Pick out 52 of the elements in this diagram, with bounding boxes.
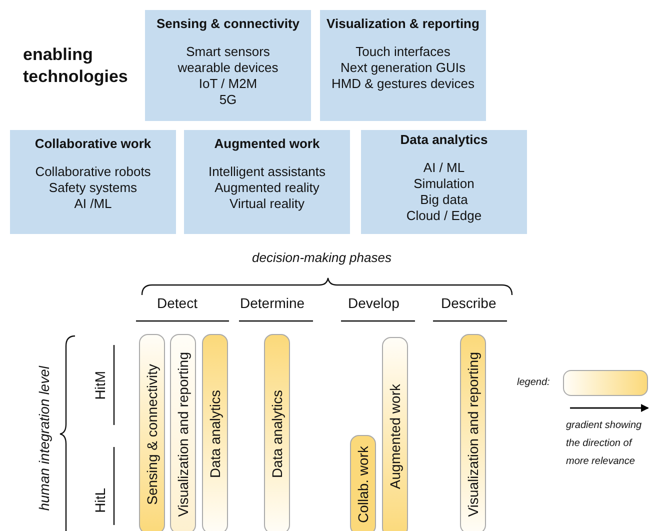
level-label: HitL xyxy=(92,488,108,512)
technology-card xyxy=(361,130,527,234)
card-text: Next generation GUIs xyxy=(339,60,466,76)
phase-label: Develop xyxy=(348,295,400,311)
technology-bar xyxy=(382,337,408,531)
card-heading: Sensing & connectivity xyxy=(155,16,301,32)
technology-card xyxy=(145,10,311,121)
card-heading: Visualization & reporting xyxy=(326,16,480,32)
bar-label: Data analytics xyxy=(207,390,223,478)
card-text: AI /ML xyxy=(73,196,113,212)
card-text: AI / ML xyxy=(422,160,466,176)
technology-card xyxy=(320,10,486,121)
technology-bar xyxy=(350,435,376,531)
technology-bar xyxy=(139,334,165,531)
axis-title: decision-making phases xyxy=(252,250,392,265)
card-text: Smart sensors xyxy=(185,44,271,60)
card-text: IoT / M2M xyxy=(198,76,258,92)
card-text: HMD & gestures devices xyxy=(330,76,476,92)
phase-label: Describe xyxy=(441,295,496,311)
card-heading: Collaborative work xyxy=(34,136,152,152)
card-text: wearable devices xyxy=(176,60,280,76)
bar-label: Collab. work xyxy=(355,446,371,524)
card-text: Intelligent assistants xyxy=(207,164,327,180)
bar-label: Data analytics xyxy=(269,390,285,478)
phase-label: Detect xyxy=(157,295,198,311)
card-text: 5G xyxy=(218,92,238,108)
technology-card xyxy=(10,130,176,234)
card-text: Touch interfaces xyxy=(354,44,452,60)
technology-bar xyxy=(170,334,196,531)
axis-title: human integration level xyxy=(36,366,52,510)
bar-label: Visualization and reporting xyxy=(175,352,191,516)
technology-bar xyxy=(460,334,486,531)
card-text: Cloud / Edge xyxy=(405,208,483,224)
card-text: Virtual reality xyxy=(228,196,306,212)
card-text: Safety systems xyxy=(48,180,138,196)
level-label: HitM xyxy=(92,370,108,400)
legend-text: gradient showing the direction of more relevance xyxy=(566,419,643,469)
card-text: Collaborative robots xyxy=(34,164,152,180)
card-heading: Data analytics xyxy=(399,132,489,148)
bar-label: Visualization and reporting xyxy=(465,352,481,516)
card-heading: Augmented work xyxy=(213,136,321,152)
section-title: enabling technologies xyxy=(23,44,129,88)
bar-label: Augmented work xyxy=(387,384,403,490)
phase-label: Determine xyxy=(240,295,305,311)
technology-bar xyxy=(202,334,228,531)
card-text: Big data xyxy=(419,192,469,208)
card-text: Simulation xyxy=(412,176,476,192)
bar-label: Sensing & connectivity xyxy=(144,364,160,504)
card-text: Augmented reality xyxy=(214,180,320,196)
legend-title: legend: xyxy=(517,377,550,388)
technology-bar xyxy=(264,334,290,531)
technology-card xyxy=(184,130,350,234)
